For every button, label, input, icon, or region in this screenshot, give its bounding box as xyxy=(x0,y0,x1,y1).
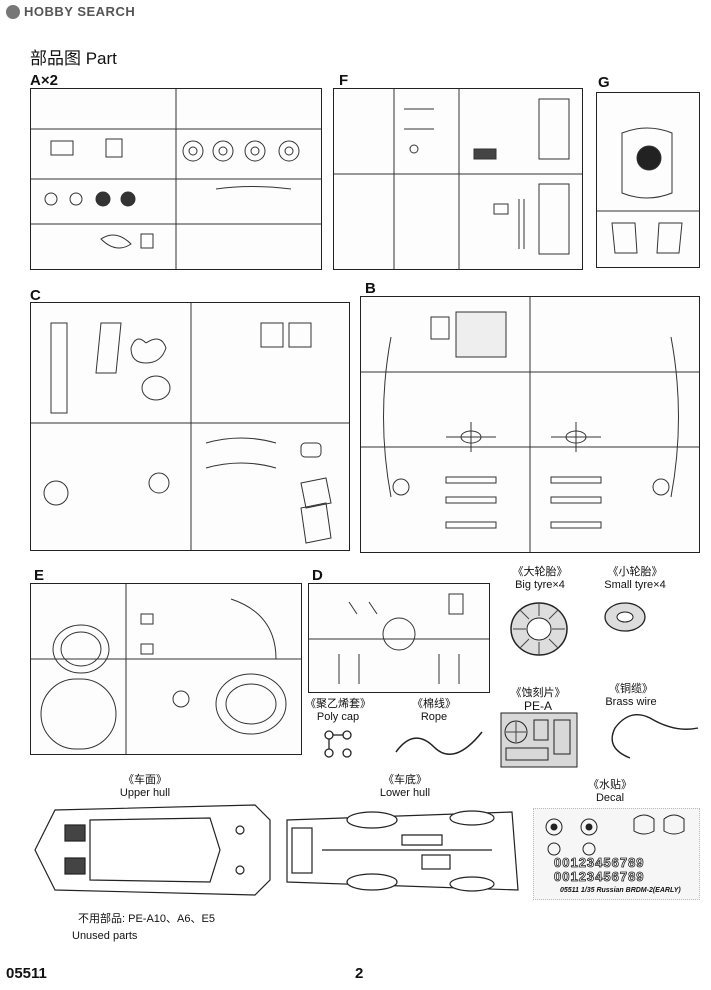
sprue-a xyxy=(30,88,322,270)
poly-cap-icon xyxy=(324,730,352,758)
sprue-e xyxy=(30,583,302,755)
rope-icon xyxy=(395,731,483,755)
small-tyre-label: 《小轮胎》 Small tyre×4 xyxy=(590,566,680,592)
sprue-c xyxy=(30,302,350,551)
sprue-d-label: D xyxy=(312,567,323,584)
decal-digits-row-1: 00123456789 xyxy=(554,855,645,871)
sprue-f-drawing xyxy=(334,89,582,269)
sprue-g-drawing xyxy=(597,127,699,254)
upper-hull-label: 《车面》 Upper hull xyxy=(100,774,190,800)
brass-wire-cn: 《铜缆》 xyxy=(609,683,653,695)
hobby-search-logo-icon xyxy=(6,4,20,19)
upper-hull-cn: 《车面》 xyxy=(123,774,167,786)
small-tyre-cn: 《小轮胎》 xyxy=(607,566,663,578)
poly-cap-label: 《聚乙烯套》 Poly cap xyxy=(302,698,374,724)
sprue-d-drawing xyxy=(309,593,489,684)
big-tyre-icon xyxy=(510,602,568,656)
sprue-b-label: B xyxy=(365,280,376,297)
rope-cn: 《棉线》 xyxy=(412,698,456,710)
pe-en: PE-A xyxy=(523,699,552,713)
footer-product-code: 05511 xyxy=(6,965,47,982)
lower-hull-en: Lower hull xyxy=(379,787,431,799)
decal-caption: 05511 1/35 Russian BRDM-2(EARLY) xyxy=(560,887,681,894)
big-tyre-cn: 《大轮胎》 xyxy=(512,566,568,578)
brass-wire-icon xyxy=(611,714,699,759)
watermark-logo: HOBBY SEARCH xyxy=(6,4,135,19)
upper-hull-en: Upper hull xyxy=(119,787,171,799)
decal-cn: 《水贴》 xyxy=(588,779,632,791)
unused-parts-en: Unused parts xyxy=(72,930,138,942)
page-number: 2 xyxy=(355,965,364,982)
rope-label: 《棉线》 Rope xyxy=(404,698,464,724)
sprue-c-drawing xyxy=(31,303,349,550)
poly-cap-cn: 《聚乙烯套》 xyxy=(305,698,371,710)
pe-cn: 《蚀刻片》 xyxy=(510,687,566,699)
sprue-f-label: F xyxy=(339,72,349,89)
sprue-a-drawing xyxy=(31,89,321,269)
sprue-e-label: E xyxy=(34,567,45,584)
photo-etch-sheet-icon xyxy=(500,712,578,768)
big-tyre-label: 《大轮胎》 Big tyre×4 xyxy=(500,566,580,592)
big-tyre-en: Big tyre×4 xyxy=(515,579,565,591)
lower-hull-cn: 《车底》 xyxy=(383,774,427,786)
sprue-g-label: G xyxy=(598,74,610,91)
pe-label: 《蚀刻片》 PE-A xyxy=(506,687,570,713)
rope-en: Rope xyxy=(420,711,448,723)
lower-hull-label: 《车底》 Lower hull xyxy=(360,774,450,800)
decal-digits-row-2: 00123456789 xyxy=(554,869,645,885)
small-tyre-en: Small tyre×4 xyxy=(604,579,666,591)
sprue-b-drawing xyxy=(361,297,699,552)
watermark-text: HOBBY SEARCH xyxy=(24,4,136,19)
sprue-g xyxy=(596,92,700,268)
sprue-d xyxy=(308,583,490,693)
unused-parts-cn: 不用部品: PE-A10、A6、E5 xyxy=(78,913,215,925)
decal-label: 《水贴》 Decal xyxy=(580,779,640,805)
decal-sheet: 00123456789 00123456789 05511 1/35 Russi… xyxy=(533,808,700,900)
sprue-a-label: A×2 xyxy=(30,72,58,89)
upper-hull-drawing xyxy=(34,804,271,896)
sprue-b xyxy=(360,296,700,553)
sprue-f xyxy=(333,88,583,270)
brass-wire-label: 《铜缆》 Brass wire xyxy=(596,683,666,709)
page-title: 部品图 Part xyxy=(30,49,117,68)
decal-en: Decal xyxy=(595,792,625,804)
lower-hull-drawing xyxy=(286,810,519,892)
sprue-e-drawing xyxy=(31,584,301,754)
decal-insignia-icon xyxy=(545,814,685,856)
brass-wire-en: Brass wire xyxy=(605,696,657,708)
poly-cap-en: Poly cap xyxy=(316,711,360,723)
small-tyre-icon xyxy=(604,602,646,632)
sprue-c-label: C xyxy=(30,287,41,304)
